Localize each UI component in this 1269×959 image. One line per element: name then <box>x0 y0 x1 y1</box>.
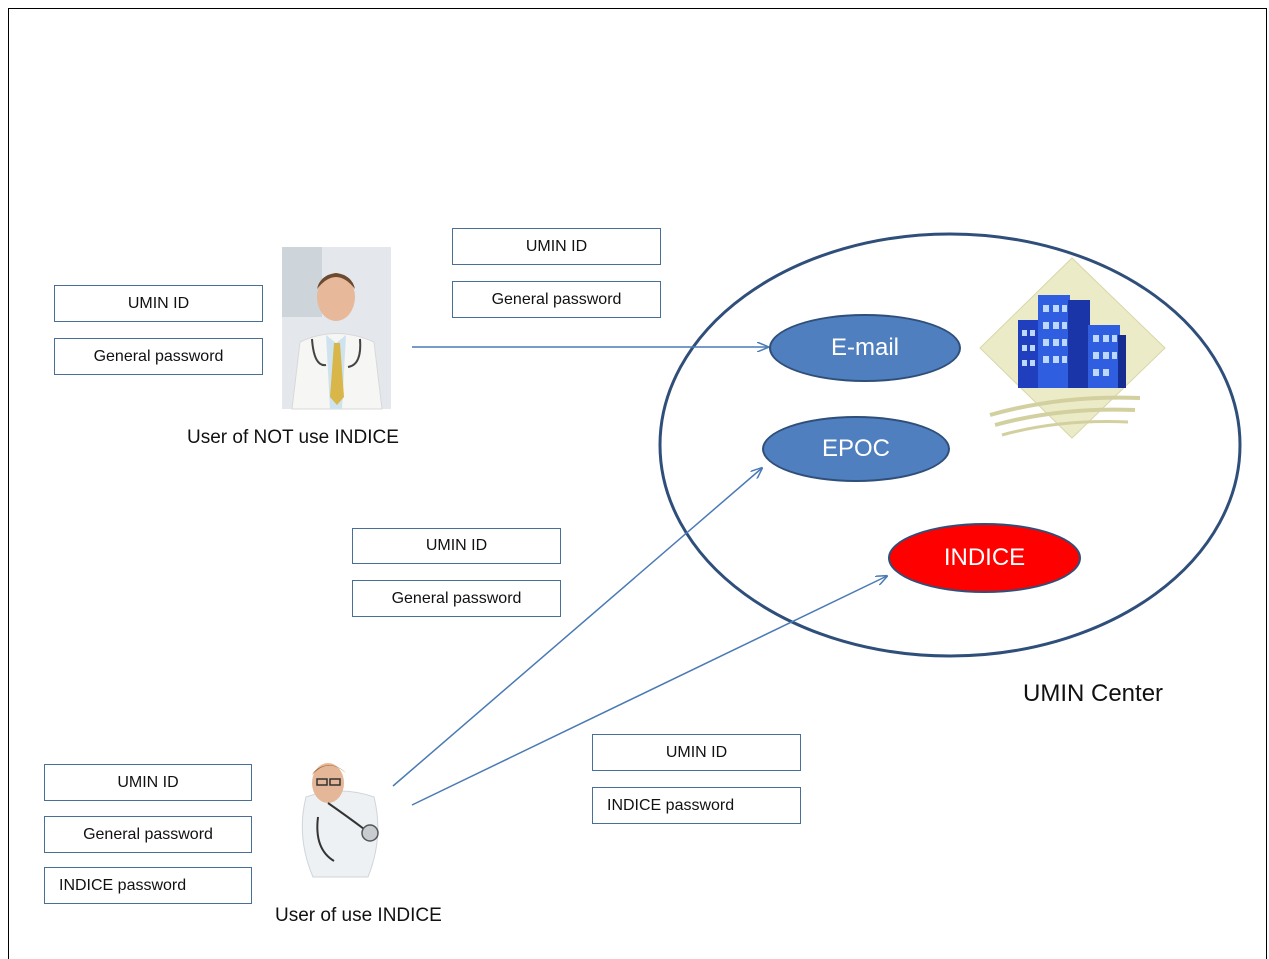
arrow-to-indice <box>411 576 887 806</box>
diagram-frame <box>8 8 1267 959</box>
epoc-service-node: EPOC <box>762 416 950 482</box>
email-service-node: E-mail <box>769 314 961 382</box>
indice-password-box: INDICE password <box>44 867 252 904</box>
umin-center-caption: UMIN Center <box>1023 680 1164 707</box>
indice-password-box: INDICE password <box>592 787 801 824</box>
doctor-photo <box>282 247 391 410</box>
doctor-stethoscope-photo <box>301 763 379 878</box>
general-password-box: General password <box>54 338 263 375</box>
arrow-to-epoc <box>392 468 762 787</box>
indice-service-node: INDICE <box>888 523 1081 593</box>
office-building-icon <box>979 257 1166 439</box>
umin-id-box: UMIN ID <box>452 228 661 265</box>
general-password-box: General password <box>452 281 661 318</box>
user-not-indice-caption: User of NOT use INDICE <box>187 427 399 448</box>
general-password-box: General password <box>352 580 561 617</box>
general-password-box: General password <box>44 816 252 853</box>
umin-id-box: UMIN ID <box>352 528 561 564</box>
umin-id-box: UMIN ID <box>54 285 263 322</box>
user-indice-caption: User of use INDICE <box>275 905 442 926</box>
umin-center-circle <box>658 232 1242 658</box>
umin-id-box: UMIN ID <box>592 734 801 771</box>
umin-id-box: UMIN ID <box>44 764 252 801</box>
